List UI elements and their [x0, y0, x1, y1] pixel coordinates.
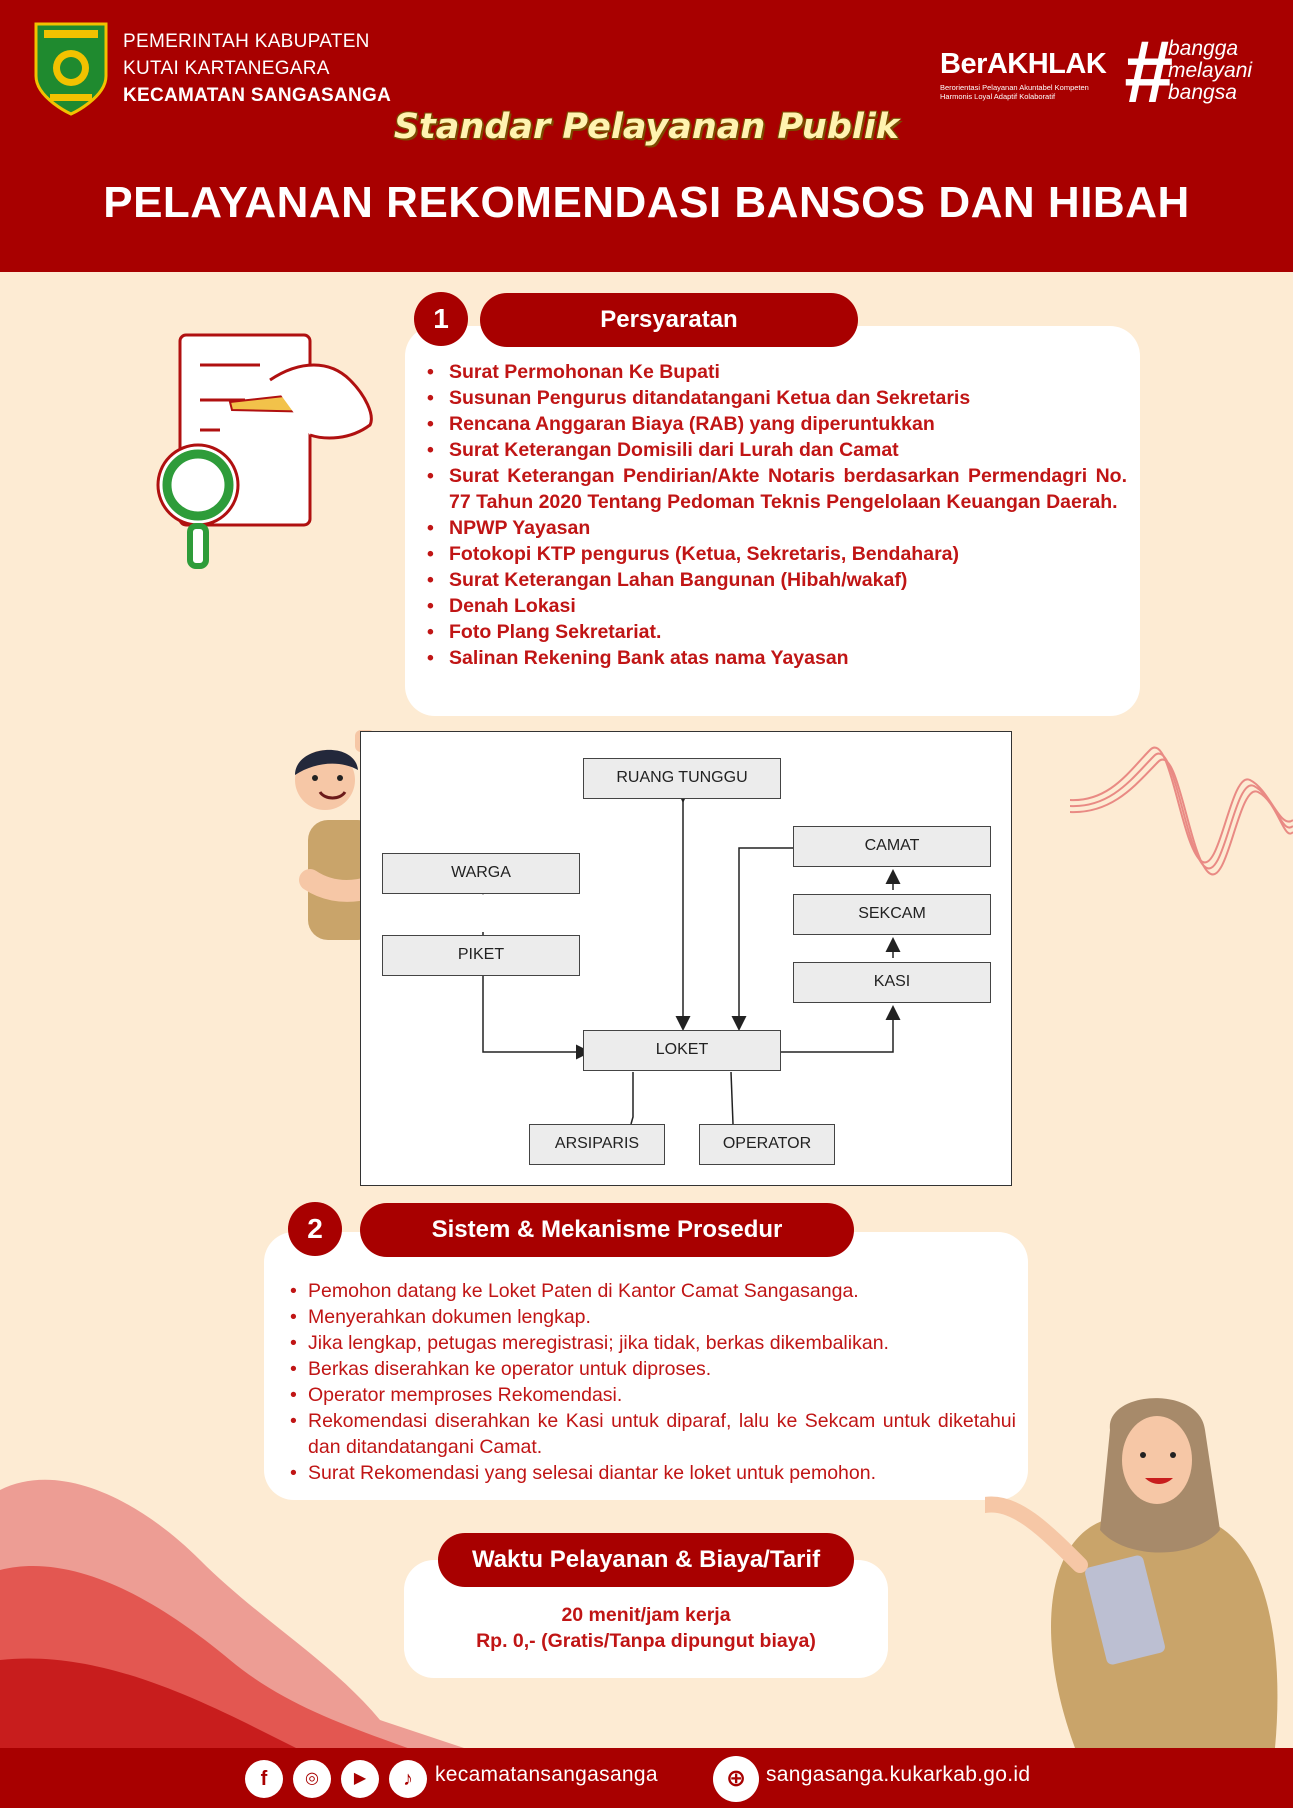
list-item: Surat Permohonan Ke Bupati: [427, 359, 1127, 385]
page-title: PELAYANAN REKOMENDASI BANSOS DAN HIBAH: [103, 178, 1190, 227]
flow-diagram: RUANG TUNGGU WARGA PIKET LOKET CAMAT SEK…: [360, 731, 1012, 1186]
list-item: Salinan Rekening Bank atas nama Yayasan: [427, 645, 1127, 671]
instagram-icon[interactable]: ◎: [293, 1760, 331, 1798]
bangga-line-1: bangga: [1168, 37, 1239, 60]
list-item: Menyerahkan dokumen lengkap.: [290, 1304, 1016, 1330]
procedure-list: Pemohon datang ke Loket Paten di Kantor …: [290, 1278, 1016, 1486]
list-item: Berkas diserahkan ke operator untuk dipr…: [290, 1356, 1016, 1382]
gov-line-1: PEMERINTAH KABUPATEN: [123, 31, 370, 52]
officer-woman-illustration: [985, 1398, 1278, 1748]
list-item: Susunan Pengurus ditandatangani Ketua da…: [427, 385, 1127, 411]
decorative-squiggle: [1070, 746, 1293, 876]
bangga-melayani-bangsa: bangga melayani bangsa: [1168, 38, 1252, 104]
hashtag-symbol: #: [1123, 22, 1172, 121]
tiktok-icon[interactable]: ♪: [389, 1760, 427, 1798]
flow-box-warga: WARGA: [382, 853, 580, 894]
gov-line-2: KUTAI KARTANEGARA: [123, 58, 330, 79]
list-item: Surat Keterangan Pendirian/Akte Notaris …: [427, 463, 1127, 515]
document-magnifier-icon: [156, 333, 373, 569]
list-item: Rencana Anggaran Biaya (RAB) yang diperu…: [427, 411, 1127, 437]
website-link[interactable]: sangasanga.kukarkab.go.id: [766, 1763, 1031, 1786]
flow-box-arsiparis: ARSIPARIS: [529, 1124, 665, 1165]
list-item: Surat Rekomendasi yang selesai diantar k…: [290, 1460, 1016, 1486]
footer-bar: [0, 1748, 1293, 1808]
flow-box-camat: CAMAT: [793, 826, 991, 867]
flow-box-operator: OPERATOR: [699, 1124, 835, 1165]
list-item: Fotokopi KTP pengurus (Ketua, Sekretaris…: [427, 541, 1127, 567]
service-time-text: 20 menit/jam kerja Rp. 0,- (Gratis/Tanpa…: [404, 1602, 888, 1654]
list-item: Surat Keterangan Domisili dari Lurah dan…: [427, 437, 1127, 463]
berakhlak-text: BerAKHLAK: [940, 48, 1107, 80]
list-item: Operator memproses Rekomendasi.: [290, 1382, 1016, 1408]
social-handle[interactable]: kecamatansangasanga: [435, 1763, 658, 1786]
section-1-number: 1: [414, 292, 468, 346]
kutai-kartanegara-emblem-icon: [34, 22, 108, 116]
service-time-duration: 20 menit/jam kerja: [561, 1604, 731, 1626]
bangga-line-2: melayani: [1168, 59, 1253, 82]
section-2-number: 2: [288, 1202, 342, 1256]
flow-arrows: [475, 788, 901, 1125]
flow-box-loket: LOKET: [583, 1030, 781, 1071]
list-item: Denah Lokasi: [427, 593, 1127, 619]
globe-icon[interactable]: ⊕: [713, 1756, 759, 1802]
header-banner: [0, 0, 1293, 272]
flow-box-sekcam: SEKCAM: [793, 894, 991, 935]
service-fee: Rp. 0,- (Gratis/Tanpa dipungut biaya): [476, 1630, 816, 1652]
requirements-list: Surat Permohonan Ke Bupati Susunan Pengu…: [427, 359, 1127, 671]
bangga-line-3: bangsa: [1168, 81, 1237, 104]
flow-box-piket: PIKET: [382, 935, 580, 976]
youtube-icon[interactable]: ▶: [341, 1760, 379, 1798]
berakhlak-logo: BerAKHLAK Berorientasi Pelayanan Akuntab…: [940, 48, 1115, 101]
list-item: Surat Keterangan Lahan Bangunan (Hibah/w…: [427, 567, 1127, 593]
list-item: Pemohon datang ke Loket Paten di Kantor …: [290, 1278, 1016, 1304]
list-item: Rekomendasi diserahkan ke Kasi untuk dip…: [290, 1408, 1016, 1460]
service-time-title: Waktu Pelayanan & Biaya/Tarif: [438, 1533, 854, 1587]
flow-box-kasi: KASI: [793, 962, 991, 1003]
decorative-waves: [0, 1479, 500, 1760]
flow-box-ruang-tunggu: RUANG TUNGGU: [583, 758, 781, 799]
list-item: NPWP Yayasan: [427, 515, 1127, 541]
subtitle: Standar Pelayanan Publik: [393, 107, 900, 147]
berakhlak-tagline: Berorientasi Pelayanan Akuntabel Kompete…: [940, 83, 1089, 101]
list-item: Foto Plang Sekretariat.: [427, 619, 1127, 645]
section-1-title: Persyaratan: [480, 293, 858, 347]
gov-line-3: KECAMATAN SANGASANGA: [123, 85, 392, 106]
list-item: Jika lengkap, petugas meregistrasi; jika…: [290, 1330, 1016, 1356]
facebook-icon[interactable]: f: [245, 1760, 283, 1798]
section-2-title: Sistem & Mekanisme Prosedur: [360, 1203, 854, 1257]
